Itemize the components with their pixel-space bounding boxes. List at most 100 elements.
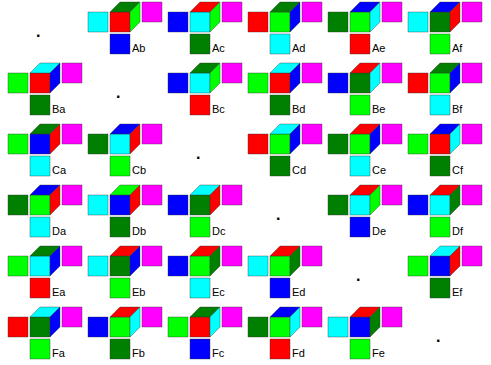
piece-label: Cb [132,164,146,176]
facet [190,339,210,359]
facet [50,63,60,93]
facet [408,73,428,93]
facet [142,2,162,22]
facet [110,339,130,359]
facet [190,195,210,215]
facet [190,317,210,337]
facet [290,2,300,32]
facet [210,307,220,337]
piece-label: Ad [292,42,305,54]
piece-label: Fd [292,347,305,359]
facet [110,278,130,298]
piece-label: Bc [212,103,225,115]
facet [110,256,130,276]
facet [450,63,460,93]
facet [350,95,370,115]
facet [142,307,162,327]
facet [382,185,402,205]
facet [248,12,268,32]
facet [328,195,348,215]
facet [110,317,130,337]
facet [50,124,60,154]
facet [110,217,130,237]
facet [30,256,50,276]
piece-label: Ed [292,286,305,298]
facet [222,63,242,83]
facet [88,195,108,215]
facet [430,195,450,215]
facet [110,195,130,215]
facet [430,217,450,237]
facet [430,256,450,276]
diagonal-dot: . [356,268,360,284]
piece-label: Fb [132,347,145,359]
piece-label: Ab [132,42,145,54]
facet [190,73,210,93]
facet [190,95,210,115]
facet [62,307,82,327]
facet [190,217,210,237]
facet [130,185,140,215]
facet [30,339,50,359]
diagonal-dot: . [116,85,120,101]
facet [88,12,108,32]
piece-label: Fc [212,347,224,359]
facet [110,134,130,154]
facet [462,63,482,83]
facet [302,246,322,266]
facet [270,278,290,298]
piece-label: Ec [212,286,225,298]
facet [30,95,50,115]
piece-label: Fe [372,347,385,359]
facet [8,256,28,276]
piece-label: Ca [52,164,66,176]
facet [190,12,210,32]
facet [142,185,162,205]
facet [190,256,210,276]
facet [130,2,140,32]
facet [382,307,402,327]
facet [270,34,290,54]
facet [168,195,188,215]
facet [270,317,290,337]
facet [350,134,370,154]
facet [350,156,370,176]
facet [408,134,428,154]
facet [270,156,290,176]
piece-label: Ac [212,42,225,54]
facet [270,339,290,359]
facet [290,124,300,154]
facet [222,307,242,327]
facet [248,317,268,337]
facet [130,246,140,276]
facet [210,246,220,276]
facet [350,217,370,237]
facet [168,73,188,93]
facet [88,134,108,154]
facet [62,246,82,266]
piece-label: Be [372,103,385,115]
facet [88,256,108,276]
facet [370,185,380,215]
piece-label: De [372,225,386,237]
piece-label: Ce [372,164,386,176]
facet [450,185,460,215]
diagonal-dot: . [436,329,440,345]
facet [328,73,348,93]
facet [222,246,242,266]
diagonal-dot: . [36,24,40,40]
facet [302,124,322,144]
facet [50,185,60,215]
piece-label: Eb [132,286,145,298]
piece-label: Bf [452,103,462,115]
facet [210,2,220,32]
diagonal-dot: . [276,207,280,223]
facet [30,134,50,154]
facet [370,307,380,337]
facet [302,2,322,22]
facet [430,12,450,32]
facet [50,307,60,337]
facet [462,246,482,266]
facet [8,317,28,337]
